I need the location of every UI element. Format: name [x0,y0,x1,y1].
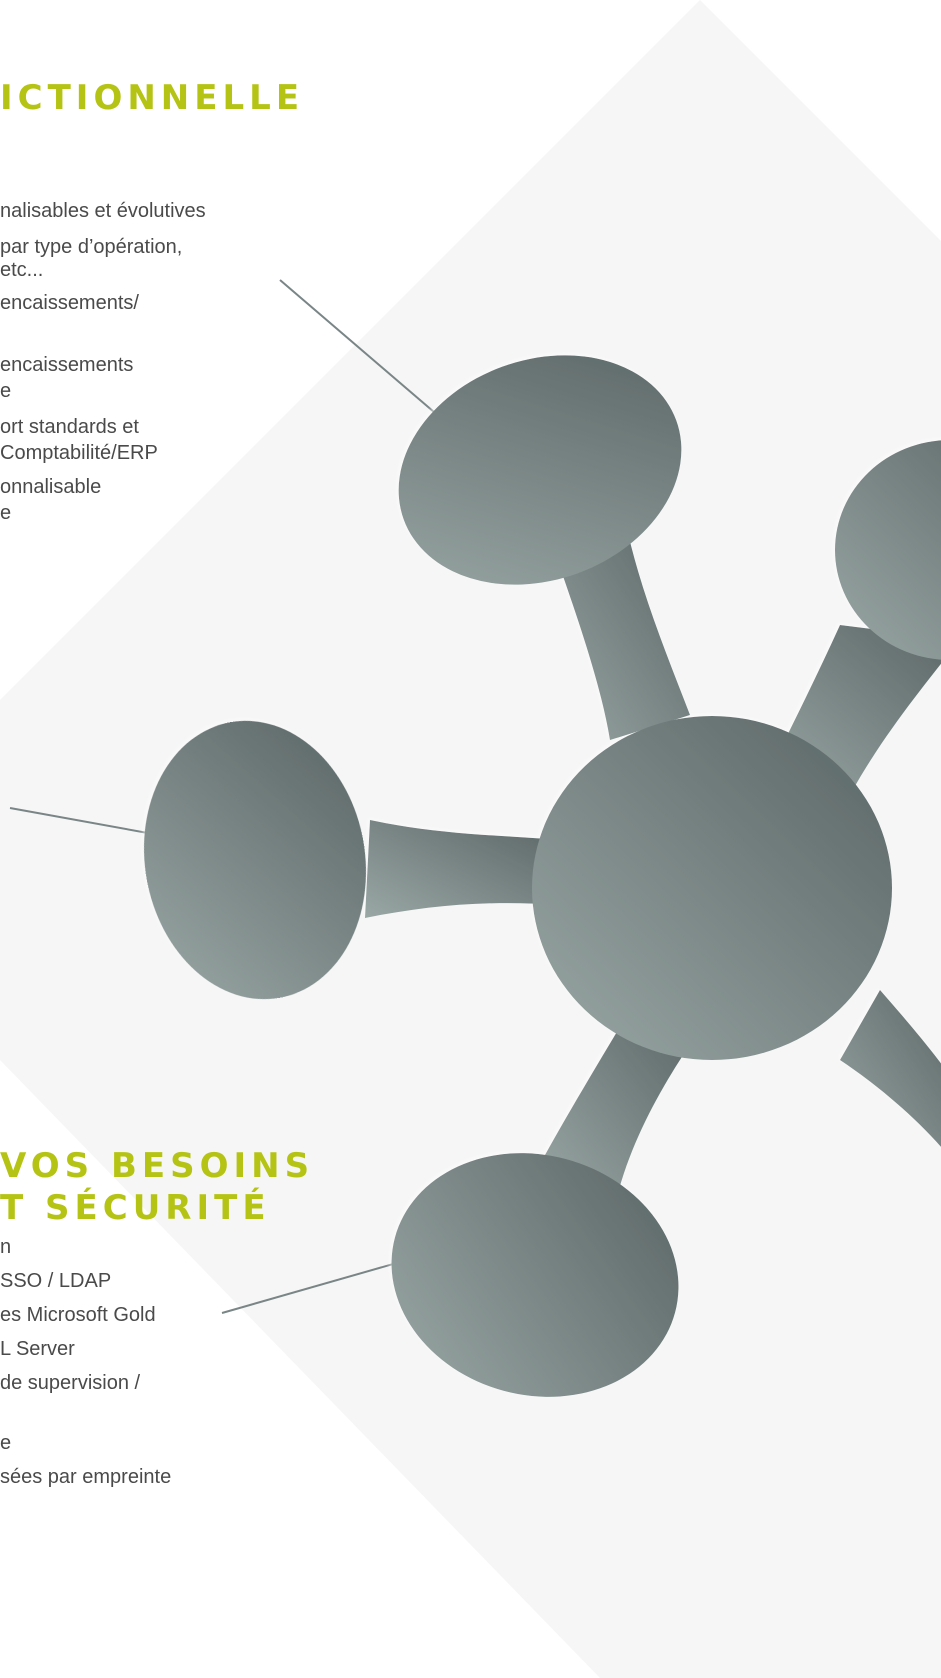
feature-item: de supervision / [0,1372,141,1394]
feature-list-top: nalisables et évolutives par type d’opér… [0,198,206,526]
node-bottom [391,1153,679,1397]
feature-item: sées par empreinte [0,1466,172,1488]
feature-item: L Server [0,1338,75,1360]
feature-item: e [0,1432,12,1454]
feature-item: nalisables et évolutives [0,200,206,222]
bond-top [545,520,690,740]
bond-right [840,990,941,1147]
node-left [143,720,367,1000]
feature-item: encaissements e [0,354,134,402]
feature-item: ort standards et Comptabilité/ERP [0,416,158,464]
section-heading-bottom: VOS BESOINS T SÉCURITÉ [0,1146,315,1228]
feature-item: encaissements/ [0,292,139,314]
node-center [532,716,892,1060]
section-heading-top: ICTIONNELLE [0,78,305,118]
feature-item: es Microsoft Gold [0,1304,156,1326]
node-top-right [835,440,941,660]
feature-item: SSO / LDAP [0,1270,112,1292]
feature-list-bottom: n SSO / LDAP es Microsoft Gold L Server … [0,1234,171,1490]
feature-item: onnalisable e [0,476,102,524]
connector-line-top [279,279,456,431]
bond-left [365,820,560,918]
feature-item: par type d’opération, etc... [0,236,183,281]
feature-item: n [0,1236,12,1258]
bond-bottom [545,1010,700,1205]
node-top [398,355,682,585]
